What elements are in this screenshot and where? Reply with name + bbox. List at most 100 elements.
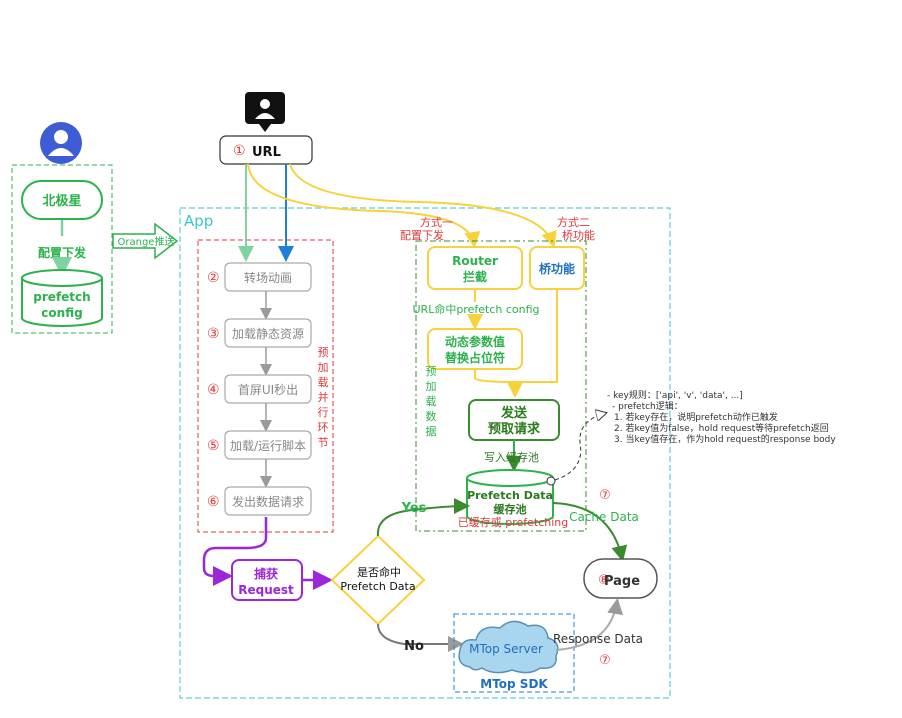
user-location-icon (245, 92, 285, 132)
method2-line1: 方式二 (557, 215, 590, 229)
note-line: 3. 当key值存在，作为hold request的response body (614, 433, 836, 445)
cache-note-anchor (546, 476, 556, 486)
cache-label-line1: Prefetch Data (467, 489, 553, 502)
mtop-sdk-label: MTop SDK (480, 677, 548, 691)
mtop-sdk-frame (453, 613, 575, 693)
page-step-number: ⑧ (598, 573, 610, 588)
capture-label-line1: 捕获 (254, 566, 278, 581)
app-step-label: 首屏UI秒出 (238, 383, 298, 397)
decision-yes-arrow (376, 498, 470, 537)
orange-push-label: Orange推送 (118, 235, 175, 248)
app-step-number: ④ (207, 382, 220, 398)
url-label: URL (252, 145, 281, 160)
mtop-server-cloud: MTop Server (458, 620, 559, 674)
vertical-label-char: 加 (318, 361, 329, 374)
vertical-label-char: 预 (318, 346, 329, 359)
router-label-line2: 拦截 (463, 269, 487, 284)
cache-to-page-arrow (552, 502, 628, 562)
app-step-box (224, 318, 312, 348)
write-cache-label: 写入缓存池 (484, 450, 539, 464)
bridge-to-send-line (515, 289, 558, 383)
prefetch-logic-notes: - key规则：['api', 'v', 'data', ...]- prefe… (607, 389, 836, 445)
app-step-number: ⑤ (207, 438, 220, 454)
server-to-page-arrow (555, 598, 624, 651)
db-label-line1: prefetch (33, 290, 90, 304)
bridge-label: 桥功能 (539, 261, 575, 276)
app-step-label: 加载静态资源 (232, 327, 304, 341)
response-data-label: Response Data (553, 632, 643, 646)
dynamic-to-send-arrow (474, 369, 523, 398)
person-icon (40, 122, 82, 164)
vertical-label-char: 行 (318, 406, 329, 419)
send-label-line1: 发送 (500, 405, 528, 421)
app-step-box (224, 486, 312, 516)
url-node: ① URL (219, 135, 313, 165)
note-line: - key规则：['api', 'v', 'data', ...] (607, 389, 743, 401)
method1-line1: 方式一 (420, 215, 453, 229)
url-step-number: ① (233, 143, 246, 159)
decision-label-line2: Prefetch Data (340, 580, 415, 593)
note-line: - prefetch逻辑： (612, 400, 683, 412)
config-dispatch-label: 配置下发 (38, 245, 87, 260)
cache-step-number: ⑦ (599, 488, 611, 503)
app-step-label: 发出数据请求 (232, 494, 304, 509)
method2-line2: 桥功能 (562, 228, 595, 242)
bridge-function-node: 桥功能 (529, 246, 585, 290)
cache-data-label: Cache Data (569, 510, 639, 524)
cache-state-label: 已缓存或 prefetching (458, 515, 569, 529)
polaris-label: 北极星 (42, 193, 81, 209)
url-to-router-arrow (247, 163, 481, 248)
app-step-box (224, 374, 312, 404)
note-line: 2. 若key值为false，hold request等待prefetch返回 (614, 422, 829, 434)
mtop-server-label: MTop Server (469, 642, 543, 656)
no-label: No (404, 639, 424, 654)
app-step-box (224, 262, 312, 292)
vertical-label-char: 载 (426, 395, 437, 408)
vertical-label-char: 并 (318, 390, 329, 404)
yes-label: Yes (401, 501, 427, 516)
app-step-2: ② 转场动画 (207, 262, 312, 320)
orange-push-arrow: Orange推送 (112, 222, 179, 260)
url-to-bridge-arrow (289, 163, 557, 248)
dynamic-label-line1: 动态参数值 (445, 334, 505, 349)
polaris-node: 北极星 (21, 180, 103, 220)
app-step-number: ⑥ (207, 494, 220, 510)
app-step-6: ⑥ 发出数据请求 (207, 486, 312, 516)
app-step-label: 转场动画 (244, 270, 292, 285)
app-step-number: ② (207, 270, 220, 286)
app-step-5: ⑤ 加载/运行脚本 (207, 430, 312, 488)
vertical-label-char: 据 (426, 424, 437, 438)
cache-to-notes-link (554, 413, 606, 481)
preload-parallel-frame (197, 239, 334, 533)
prefetch-cache-database: Prefetch Data 缓存池 (466, 469, 554, 525)
cache-hit-decision: 是否命中 Prefetch Data (330, 534, 426, 626)
vertical-label-char: 数 (426, 410, 437, 423)
app-step-4: ④ 首屏UI秒出 (207, 374, 312, 432)
db-label-line2: config (41, 306, 82, 320)
router-label-line1: Router (452, 254, 498, 268)
url-hit-label: URL命中prefetch config (413, 302, 540, 316)
app-frame (179, 207, 671, 699)
vertical-label-char: 预 (426, 365, 437, 378)
vertical-label-char: 环 (318, 421, 329, 434)
send-label-line2: 预取请求 (488, 421, 541, 437)
vertical-label-char: 节 (318, 436, 329, 449)
router-intercept-node: Router 拦截 (427, 246, 523, 290)
decision-no-arrow (377, 623, 464, 652)
cache-label-line2: 缓存池 (494, 502, 527, 516)
decision-label-line1: 是否命中 (357, 565, 401, 579)
app-title: App (184, 212, 213, 230)
config-source-frame (11, 164, 113, 334)
dynamic-label-line2: 替换占位符 (445, 350, 505, 365)
capture-label-line2: Request (238, 583, 294, 597)
prefetch-config-database: prefetch config (21, 269, 103, 327)
send-prefetch-node: 发送 预取请求 (468, 399, 560, 441)
method1-line2: 配置下发 (400, 228, 444, 242)
app-step-label: 加载/运行脚本 (230, 438, 306, 453)
capture-request-node: 捕获 Request (231, 559, 303, 601)
vertical-label-char: 载 (318, 376, 329, 389)
